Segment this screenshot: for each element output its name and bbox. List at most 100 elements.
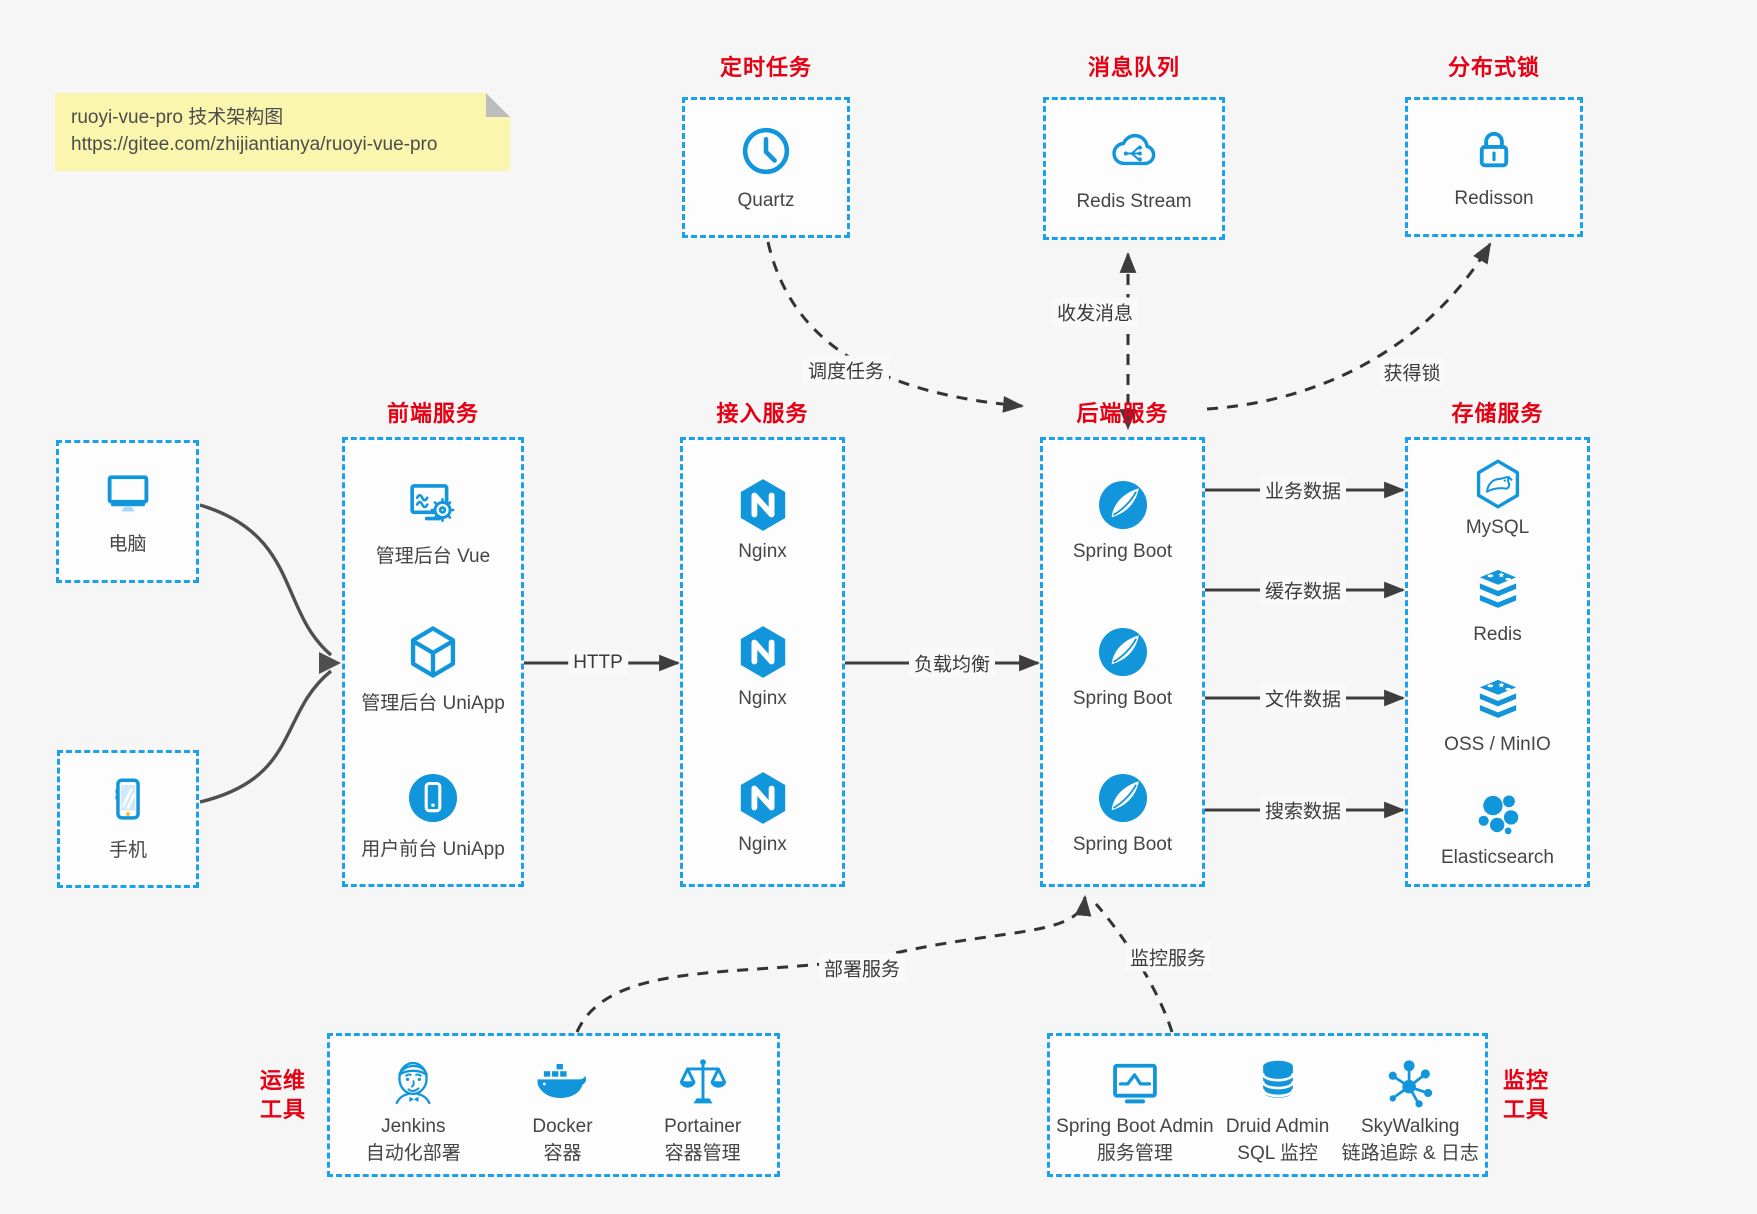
mobile-client-box: 手机 (57, 750, 199, 888)
edge-label-business-data: 业务数据 (1259, 475, 1347, 505)
node-label: Quartz (737, 190, 795, 211)
node-springboot-2: Spring Boot (1043, 623, 1202, 710)
nginx-icon (740, 479, 785, 531)
cloud-stream-icon (1112, 133, 1156, 166)
node-admin-vue: 管理后台 Vue (345, 476, 521, 568)
spring-icon (1098, 480, 1147, 530)
tool-name: Druid Admin (1225, 1116, 1330, 1137)
jenkins-icon (395, 1061, 431, 1105)
monitor-tools-label-line2: 工具 (1502, 1097, 1549, 1122)
tool-desc: 自动化部署 (365, 1143, 461, 1164)
phone-icon (115, 778, 140, 820)
tool-name: SkyWalking (1360, 1116, 1460, 1137)
node-label: Nginx (738, 541, 787, 562)
monitor-tools-box: Spring Boot Admin 服务管理 Druid Admin SQL 监… (1047, 1033, 1488, 1177)
distributed-lock-title: 分布式锁 (1447, 55, 1540, 80)
node-label: Nginx (738, 834, 787, 855)
spring-icon (1098, 773, 1147, 823)
client-converge-arrows (199, 503, 333, 804)
node-oss-minio: OSS / MinIO (1408, 674, 1587, 756)
node-label: Redis (1473, 624, 1522, 645)
node-spring-boot-admin: Spring Boot Admin 服务管理 (1056, 1054, 1214, 1166)
node-label: Spring Boot (1072, 834, 1173, 855)
sticky-note-fold (486, 93, 510, 117)
node-label: MySQL (1465, 517, 1530, 538)
lock-icon (1479, 131, 1509, 168)
redis-stream-box: Redis Stream (1043, 97, 1225, 240)
nginx-icon (740, 626, 785, 678)
node-springboot-1: Spring Boot (1043, 476, 1202, 563)
node-label: 手机 (108, 840, 147, 861)
monitor-tools-label-line1: 监控 (1502, 1068, 1549, 1093)
redis-stack-icon (1479, 569, 1516, 608)
redisson-box: Redisson (1405, 97, 1583, 237)
tool-desc: 服务管理 (1096, 1143, 1173, 1164)
uniapp-cube-icon (410, 626, 456, 678)
note-url: https://gitee.com/zhijiantianya/ruoyi-vu… (71, 134, 438, 155)
node-druid-admin: Druid Admin SQL 监控 (1225, 1054, 1330, 1166)
nginx-icon (740, 772, 785, 824)
node-nginx-3: Nginx (683, 769, 842, 856)
node-label: Spring Boot (1072, 688, 1173, 709)
node-jenkins: Jenkins 自动化部署 (366, 1054, 461, 1166)
tool-desc: 容器管理 (664, 1143, 741, 1164)
node-label: 用户前台 UniApp (361, 839, 505, 860)
spring-icon (1098, 627, 1147, 677)
tool-desc: SQL 监控 (1237, 1143, 1318, 1164)
portainer-icon (679, 1059, 726, 1104)
user-uniapp-icon (408, 773, 458, 823)
mysql-icon (1476, 459, 1519, 509)
admin-vue-icon (410, 484, 455, 522)
monitor-tools-label: 监控 工具 (1496, 1066, 1556, 1124)
node-label: Redis Stream (1076, 191, 1192, 212)
scheduled-task-title: 定时任务 (719, 55, 812, 80)
node-portainer: Portainer 容器管理 (664, 1054, 741, 1166)
converge-arrowhead (319, 652, 341, 674)
node-label: Spring Boot (1072, 541, 1173, 562)
node-redis: Redis (1408, 564, 1587, 646)
ops-tools-label: 运维 工具 (247, 1066, 319, 1124)
edge-label-http: HTTP (568, 651, 628, 675)
message-queue-title: 消息队列 (1087, 55, 1180, 80)
note-title: ruoyi-vue-pro 技术架构图 (71, 107, 284, 128)
ops-tools-label-line1: 运维 (259, 1068, 306, 1093)
quartz-box: Quartz (682, 97, 850, 238)
node-label: Nginx (738, 688, 787, 709)
node-label: OSS / MinIO (1444, 734, 1551, 755)
node-label: 管理后台 Vue (375, 546, 491, 567)
tool-name: Portainer (664, 1116, 742, 1137)
ops-tools-box: Jenkins 自动化部署 Docker 容器 (327, 1033, 780, 1177)
elasticsearch-icon (1478, 795, 1518, 835)
database-icon (1261, 1060, 1294, 1098)
monitor-chart-icon (1112, 1063, 1157, 1104)
gateway-group-title: 接入服务 (716, 401, 809, 426)
tool-name: Docker (532, 1116, 593, 1137)
pc-client-box: 电脑 (56, 440, 199, 583)
edge-label-file-data: 文件数据 (1259, 683, 1347, 713)
storage-group-title: 存储服务 (1451, 401, 1544, 426)
edge-label-search-data: 搜索数据 (1259, 795, 1347, 825)
edge-label-load-balance: 负载均衡 (908, 648, 996, 678)
storage-group-box: MySQL Redis (1405, 437, 1590, 887)
node-springboot-3: Spring Boot (1043, 769, 1202, 856)
redis-stack-icon (1479, 679, 1516, 718)
frontend-group-box: 管理后台 Vue 管理后台 UniApp 用户前台 UniApp (342, 437, 524, 887)
desktop-icon (107, 475, 148, 512)
node-label: Elasticsearch (1441, 847, 1554, 868)
topology-icon (1388, 1060, 1433, 1108)
edge-label-cache-data: 缓存数据 (1259, 575, 1347, 605)
node-elasticsearch: Elasticsearch (1408, 787, 1587, 869)
docker-icon (537, 1063, 587, 1098)
gateway-group-box: Nginx Nginx Nginx (680, 437, 845, 887)
tool-name: Jenkins (381, 1116, 446, 1137)
lock-arrow (1206, 242, 1492, 411)
node-skywalking: SkyWalking 链路追踪 & 日志 (1342, 1054, 1479, 1166)
sticky-note: ruoyi-vue-pro 技术架构图 https://gitee.com/zh… (55, 93, 510, 171)
clock-icon (742, 127, 790, 175)
node-docker: Docker 容器 (532, 1054, 593, 1166)
edge-label-lock: 获得锁 (1378, 357, 1446, 387)
tool-desc: 容器 (543, 1143, 582, 1164)
node-label: 管理后台 UniApp (361, 693, 505, 714)
node-mysql: MySQL (1408, 457, 1587, 539)
